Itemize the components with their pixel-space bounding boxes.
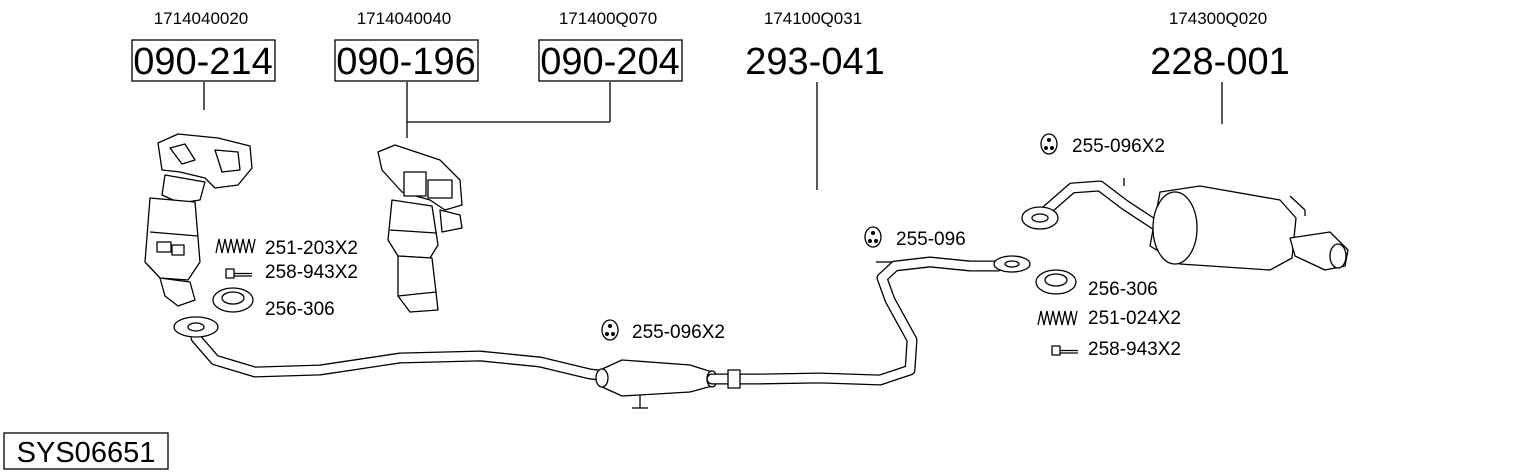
rubber-mount-icon [1040,133,1058,155]
accessory-label-256-306[interactable]: 256-306 [265,299,335,320]
catalytic-converter-090-214[interactable] [144,133,253,307]
bolt-icon [225,268,252,279]
oe-number-293-041: 174100Q031 [764,9,862,28]
spring-icon [1037,310,1078,326]
spring-icon [215,238,256,254]
part-number-228-001[interactable]: 228-001 [1150,41,1289,83]
accessory-label-255-096X2-right[interactable]: 255-096X2 [1072,136,1165,157]
system-code: SYS06651 [17,437,156,469]
accessory-label-258-943X2[interactable]: 258-943X2 [265,262,358,283]
rear-silencer-228-001[interactable] [1021,178,1349,271]
part-number-090-214[interactable]: 090-214 [133,41,272,83]
oe-number-090-214: 1714040020 [154,9,249,28]
oe-number-090-204: 171400Q070 [559,9,657,28]
rubber-mount-icon [864,226,882,248]
part-box-090-196 [334,39,479,82]
accessory-label-255-096X2-center[interactable]: 255-096X2 [632,322,725,343]
part-number-090-204[interactable]: 090-204 [540,41,679,83]
part-box-090-214 [131,39,276,82]
accessory-label-251-203X2[interactable]: 251-203X2 [265,238,358,259]
leader-lines [203,82,1223,190]
accessory-label-251-024X2[interactable]: 251-024X2 [1088,308,1181,329]
bolt-icon [1051,345,1078,356]
part-number-293-041[interactable]: 293-041 [745,41,884,83]
part-number-090-196[interactable]: 090-196 [336,41,475,83]
accessory-label-255-096[interactable]: 255-096 [896,229,966,250]
part-box-090-204 [538,39,683,82]
oe-number-228-001: 174300Q020 [1169,9,1267,28]
front-pipe-293-041[interactable] [173,255,1031,409]
system-code-box [3,432,169,470]
oe-number-090-196: 1714040040 [357,9,452,28]
accessory-label-256-306-right[interactable]: 256-306 [1088,279,1158,300]
seal-ring-icon [212,287,254,313]
accessory-label-258-943X2-right[interactable]: 258-943X2 [1088,339,1181,360]
rubber-mount-icon [601,319,619,341]
seal-ring-icon [1035,269,1077,295]
catalytic-converter-090-196[interactable] [377,144,463,313]
